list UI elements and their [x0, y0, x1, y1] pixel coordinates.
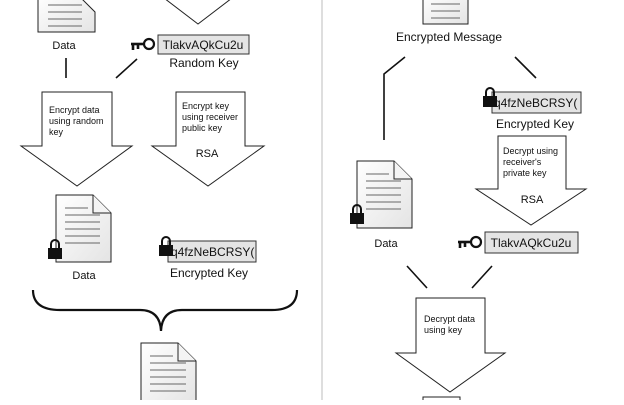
data-label: Data: [374, 238, 398, 250]
lock-icon: [159, 236, 173, 256]
decrypt-data-arrow: Decrypt data using key: [394, 297, 507, 393]
key-icon: [458, 235, 483, 249]
decrypt-key-line-1: Decrypt using: [503, 146, 558, 156]
right-panel: Encrypted Message q4fzNeBCRSY( Encrypted…: [350, 0, 588, 405]
document-icon: [140, 342, 197, 405]
connector-line: [514, 56, 537, 79]
encrypt-key-arrow: Encrypt key using receiver public key RS…: [150, 91, 266, 187]
encrypted-key-caption: Encrypted Key: [496, 117, 574, 131]
random-key-caption: Random Key: [169, 56, 238, 70]
lock-icon: [350, 204, 364, 224]
key-icon: [131, 37, 156, 51]
decrypt-data-line-1: Decrypt data: [424, 314, 475, 324]
random-key-value: TlakvAQkCu2u: [163, 38, 244, 52]
lock-icon: [483, 87, 497, 107]
decrypt-key-line-2: receiver's: [503, 157, 542, 167]
encrypted-key-box: q4fzNeBCRSY(: [491, 91, 582, 114]
connector-line: [383, 56, 406, 140]
connector-line: [471, 265, 493, 289]
encrypt-key-line-2: using receiver: [182, 112, 238, 122]
encrypt-key-algo: RSA: [196, 148, 219, 160]
encrypted-key-box: q4fzNeBCRSY(: [167, 240, 257, 263]
lock-icon: [48, 239, 62, 259]
encrypt-key-line-3: public key: [182, 123, 223, 133]
encrypted-key-value: q4fzNeBCRSY(: [494, 96, 577, 110]
encrypt-data-line-2: using random: [49, 116, 104, 126]
connector-line: [406, 265, 428, 289]
random-key-value: TlakvAQkCu2u: [491, 236, 572, 250]
encrypt-key-line-1: Encrypt key: [182, 101, 230, 111]
document-icon: [55, 194, 112, 263]
left-panel: Data TlakvAQkCu2u Random Key Encrypt dat…: [19, 0, 299, 405]
arrow-shape: [165, 0, 231, 25]
decrypt-key-algo: RSA: [521, 194, 544, 206]
encrypted-message-caption: Encrypted Message: [396, 30, 502, 44]
encrypted-key-value: q4fzNeBCRSY(: [171, 245, 254, 259]
data-label: Data: [72, 270, 96, 282]
random-key-box: TlakvAQkCu2u: [484, 231, 579, 254]
decrypt-key-line-3: private key: [503, 168, 547, 178]
encrypted-key-caption: Encrypted Key: [170, 266, 248, 280]
decrypt-data-line-2: using key: [424, 325, 463, 335]
random-key-box: TlakvAQkCu2u: [157, 34, 250, 55]
encrypt-data-line-3: key: [49, 127, 64, 137]
document-icon: [422, 0, 469, 25]
curly-brace: [31, 289, 299, 332]
encrypt-data-line-1: Encrypt data: [49, 105, 100, 115]
document-icon: [356, 160, 413, 229]
encrypt-data-arrow: Encrypt data using random key: [19, 91, 134, 187]
document-icon: [37, 0, 96, 33]
data-label: Data: [52, 40, 76, 52]
decrypt-key-arrow: Decrypt using receiver's private key RSA: [474, 135, 588, 226]
connector-line: [115, 58, 138, 79]
